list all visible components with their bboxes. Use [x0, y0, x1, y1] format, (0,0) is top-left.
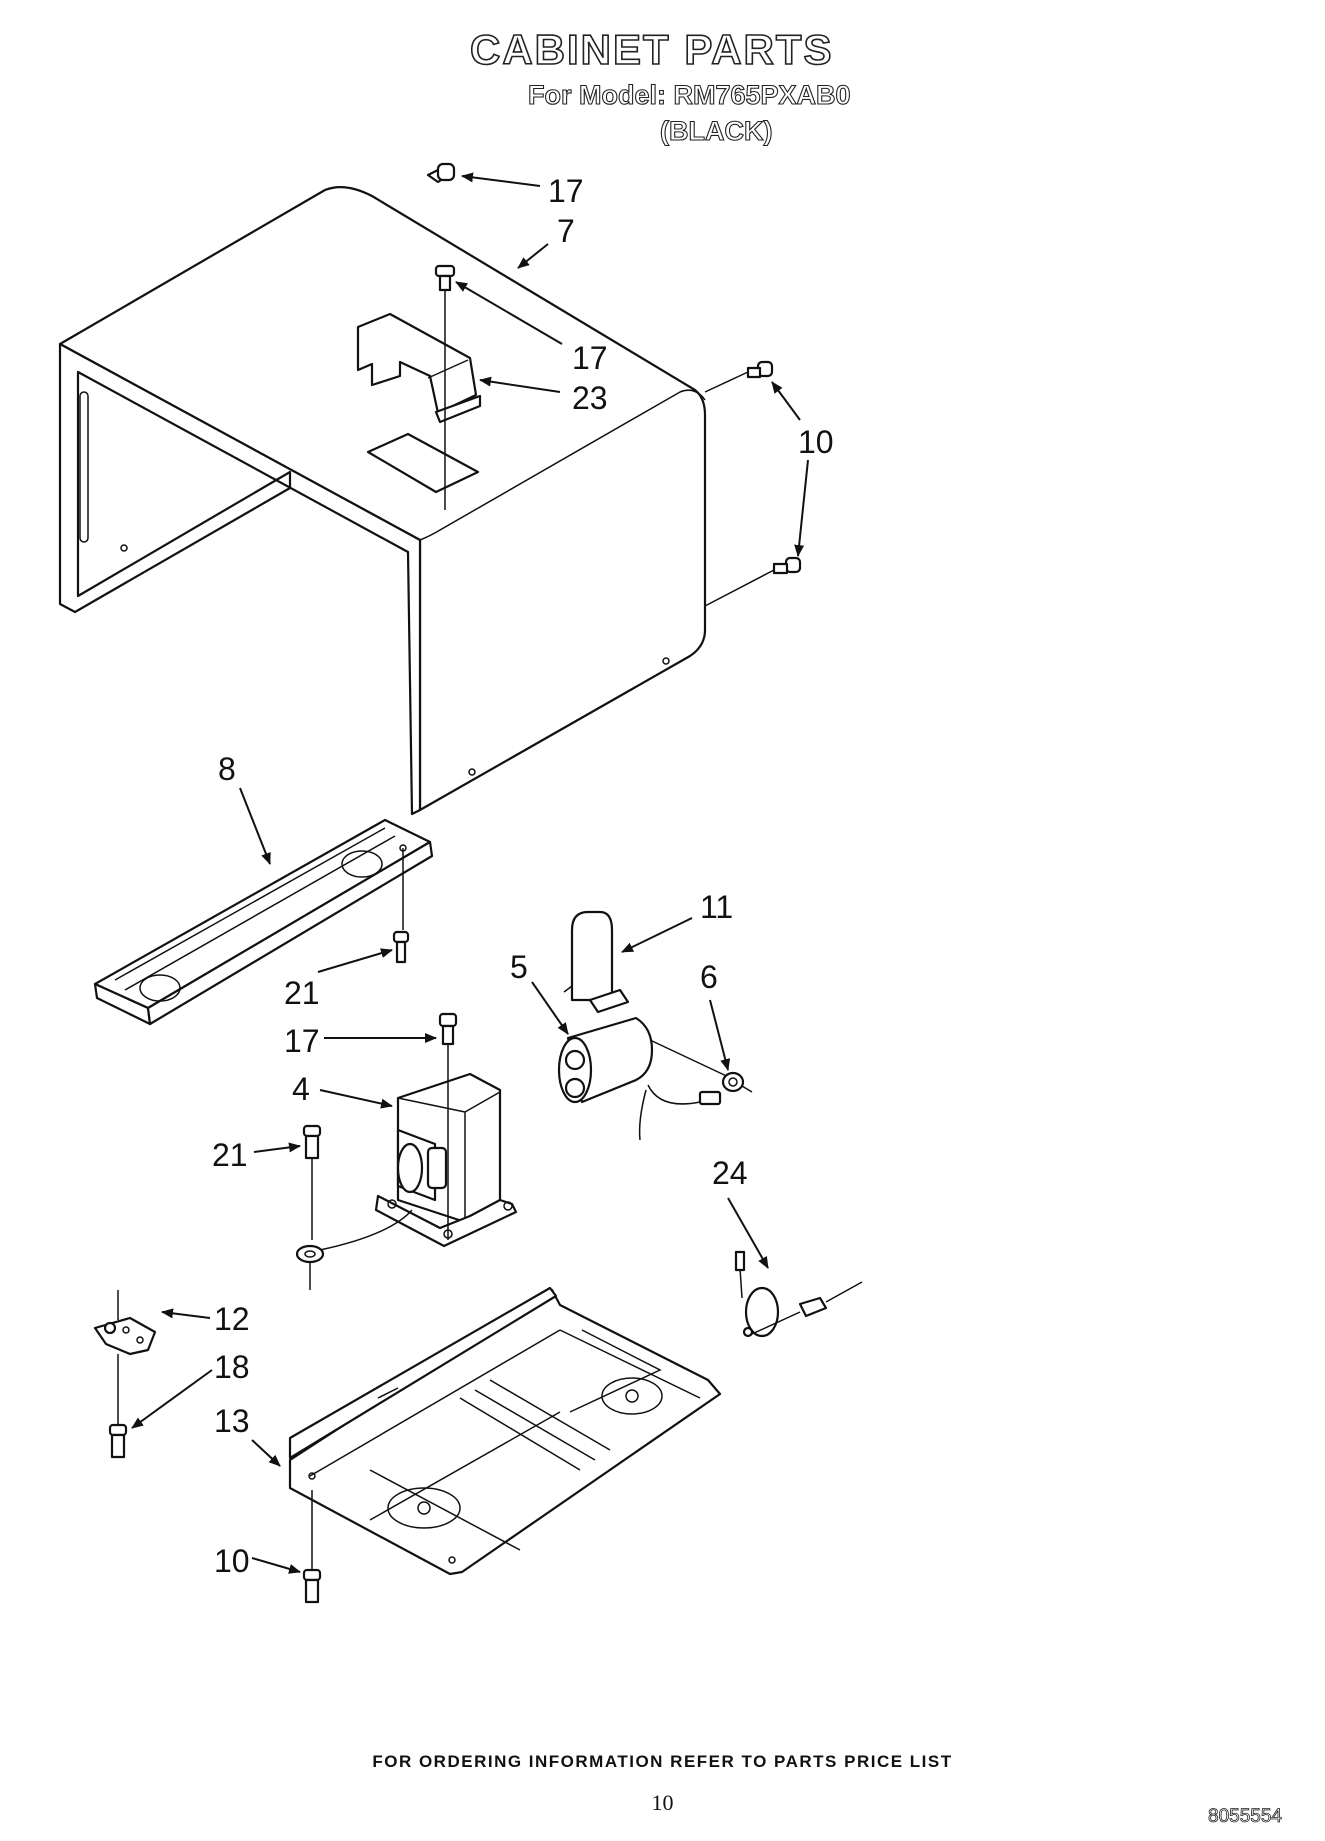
leader-10-lower [794, 459, 809, 557]
callout-7: 7 [557, 213, 575, 249]
callout-10-base: 10 [214, 1543, 250, 1579]
callout-4: 4 [292, 1071, 310, 1107]
leader-6 [709, 999, 731, 1071]
callout-8: 8 [218, 751, 236, 787]
diode-clip-6 [721, 1071, 753, 1093]
leader-23 [479, 376, 561, 393]
callout-6: 6 [700, 959, 718, 995]
callout-24: 24 [712, 1155, 748, 1191]
base-plate-13 [288, 1286, 722, 1576]
leader-24 [727, 1197, 769, 1269]
callout-5: 5 [510, 949, 528, 985]
callout-17-top: 17 [548, 173, 584, 209]
leader-8 [239, 787, 271, 865]
callout-21-transformer: 21 [212, 1137, 248, 1173]
hinge-plate-12 [93, 1290, 157, 1425]
cabinet-wrapper [58, 185, 707, 816]
leader-12 [161, 1308, 211, 1319]
callout-11: 11 [700, 889, 733, 925]
screw-21-transformer [302, 1124, 322, 1240]
ordering-note: FOR ORDERING INFORMATION REFER TO PARTS … [372, 1752, 953, 1771]
callout-10-side: 10 [798, 424, 834, 460]
screw-17-bracket [434, 264, 456, 510]
rail-8 [93, 818, 434, 1026]
screw-17-transformer [438, 1012, 458, 1240]
leader-4 [319, 1089, 393, 1109]
callout-23: 23 [572, 380, 608, 416]
capacitor-bracket-11 [563, 910, 630, 1014]
page-number: 10 [651, 1790, 674, 1815]
ground-washer [295, 1244, 325, 1290]
screw-18 [108, 1423, 128, 1459]
screw-21-rail [392, 930, 410, 964]
leader-21-rail [317, 948, 393, 973]
callout-17-transformer: 17 [284, 1023, 320, 1059]
leader-13 [251, 1439, 281, 1467]
screw-10-side-lower [704, 556, 802, 607]
leader-5 [531, 981, 569, 1035]
callout-13: 13 [214, 1403, 250, 1439]
callout-21-rail: 21 [284, 975, 320, 1011]
leader-21-transformer [253, 1142, 301, 1153]
screw-17-top [426, 162, 456, 184]
callout-17-bracket: 17 [572, 340, 608, 376]
transformer-4 [319, 1072, 518, 1251]
document-number: 8055554 [1208, 1806, 1283, 1828]
leader-18 [131, 1369, 213, 1429]
leader-11 [621, 917, 693, 953]
model-line: For Model: RM765PXAB0 [527, 79, 851, 110]
thermal-cutout-24 [734, 1250, 863, 1338]
bracket-23 [356, 312, 482, 424]
screw-10-base [302, 1568, 322, 1604]
page-title: CABINET PARTS [469, 25, 834, 74]
leader-17-top [461, 172, 541, 187]
capacitor-5 [557, 1016, 736, 1141]
callout-18: 18 [214, 1349, 250, 1385]
leader-10-base [251, 1557, 301, 1574]
leader-17-bracket [455, 281, 563, 345]
leader-7 [517, 243, 549, 269]
color-line: (BLACK) [659, 115, 773, 146]
screw-10-side-upper [704, 360, 774, 393]
leader-10-upper [771, 381, 801, 421]
callout-12: 12 [214, 1301, 250, 1337]
